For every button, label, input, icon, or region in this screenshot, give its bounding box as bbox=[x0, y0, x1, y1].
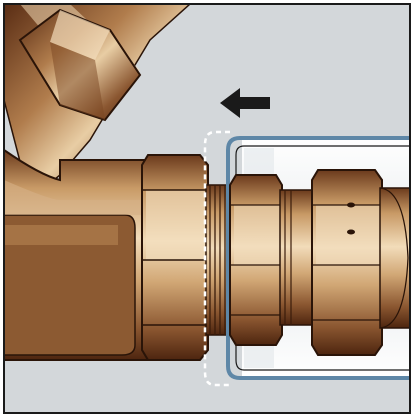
arrow-left-icon bbox=[220, 88, 270, 118]
valve-bonnet bbox=[4, 4, 192, 202]
coupling-threads bbox=[279, 189, 317, 326]
inner-union-nut bbox=[229, 174, 283, 346]
pipe-end bbox=[379, 187, 410, 329]
compression-nut bbox=[311, 169, 383, 356]
valve-body bbox=[4, 148, 151, 361]
body-hex-nut bbox=[141, 154, 209, 361]
frame-border bbox=[3, 3, 411, 414]
previous-position-outline bbox=[203, 130, 230, 387]
